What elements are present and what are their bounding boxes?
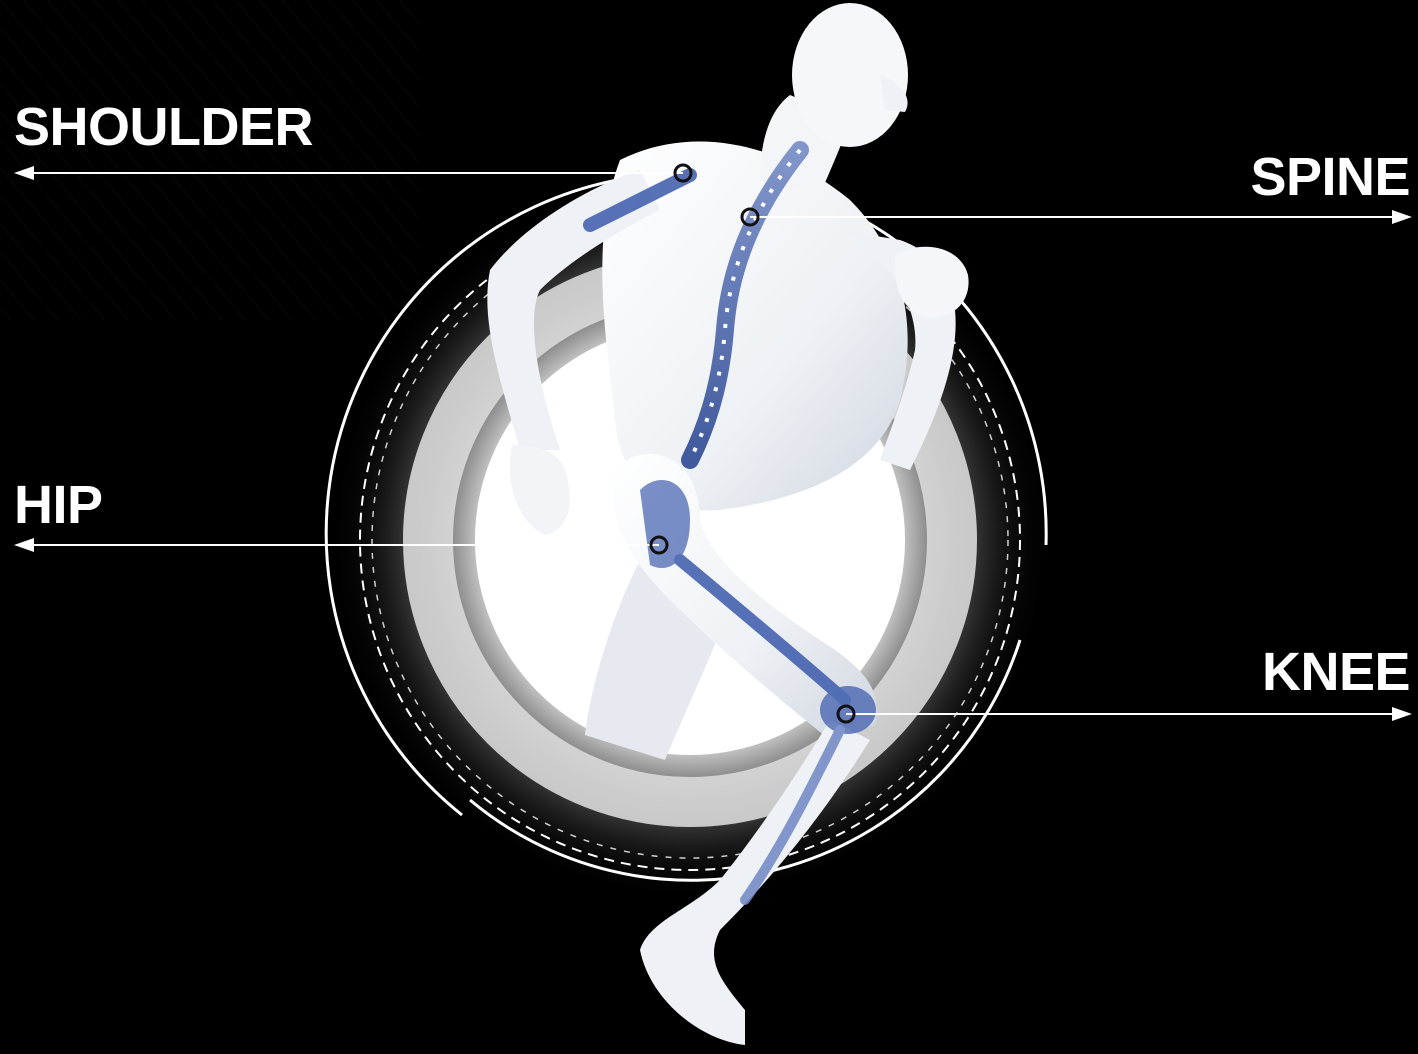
hip-label: HIP	[14, 478, 103, 532]
background-texture	[0, 0, 420, 320]
spine-arrow-icon	[1392, 210, 1412, 224]
hip-arrow-icon	[14, 538, 34, 552]
knee-arrow-icon	[1392, 707, 1412, 721]
shoulder-label: SHOULDER	[14, 100, 313, 154]
spine-label: SPINE	[1250, 150, 1410, 204]
knee-label: KNEE	[1262, 645, 1410, 699]
